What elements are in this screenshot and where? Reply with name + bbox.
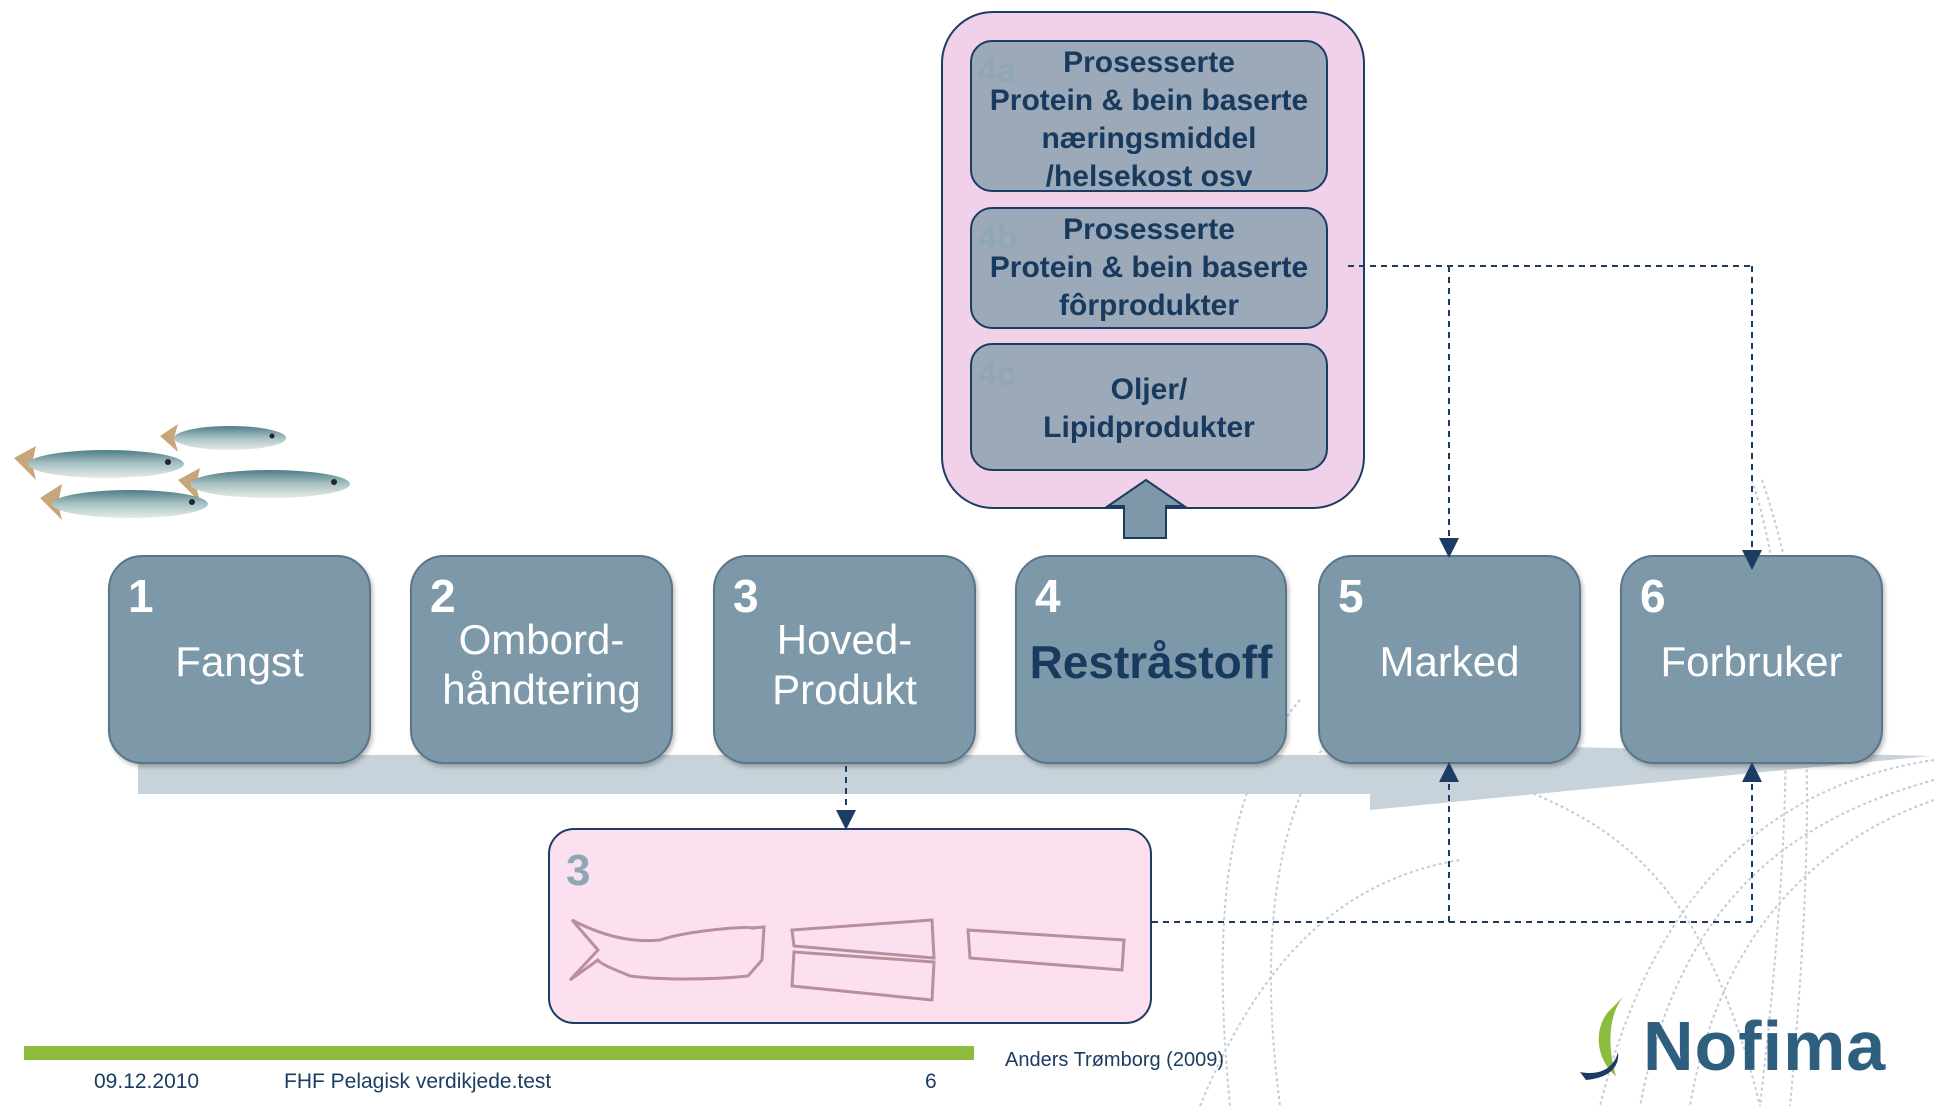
box-text: Prosesserte Protein & bein baserte fôrpr… [972,211,1326,325]
footer-date: 09.12.2010 [94,1070,200,1093]
footer-credit: Anders Trømborg (2009) [1005,1049,1224,1071]
fish-icon [40,484,208,520]
box-text: Prosesserte Protein & bein baserte nærin… [972,44,1326,196]
stage-number: 3 [733,570,759,622]
stage-label: Fangst [175,638,304,685]
text-line: Protein & bein baserte [989,251,1309,284]
box-tag: 3 [566,846,591,895]
text-line: fôrprodukter [1059,289,1239,322]
stage-fangst: 1 Fangst [108,555,371,764]
fillet-lower-icon [790,950,936,1002]
stage-label: Hoved- Produkt [715,615,974,715]
main-product-panel: 3 [548,828,1152,1024]
box-tag: 4b [978,219,1018,257]
stage-number: 2 [430,570,456,622]
footer-title: FHF Pelagisk verdikjede.test [284,1070,552,1093]
footer-page-number: 6 [925,1070,937,1093]
label-line: Produkt [772,666,917,713]
nofima-logo: Nofima [1643,1007,1887,1085]
stage-label: Restråstoff [1029,636,1273,688]
stage-ombordhandtering: 2 Ombord- håndtering [410,555,673,764]
stage-label: Forbruker [1660,638,1843,685]
stage-number: 4 [1035,570,1061,622]
fish-icon [160,424,286,452]
text-line: Prosesserte [1063,46,1235,79]
processed-box-4a: 4a Prosesserte Protein & bein baserte næ… [970,40,1328,193]
stage-number: 6 [1640,570,1666,622]
product-shapes [568,918,1126,1002]
fillet-upper-icon [790,918,936,960]
headless-fish-icon [568,918,766,982]
text-line: næringsmiddel [1041,122,1257,155]
text-line: Oljer/ [1110,373,1188,406]
fish-icon [178,468,350,502]
stage-marked: 5 Marked [1318,555,1581,764]
stage-number: 1 [128,570,154,622]
fish-icon [14,446,184,480]
text-line: Prosesserte [1063,213,1235,246]
label-line: Hoved- [776,616,913,663]
stage-label: Marked [1379,638,1520,685]
text-line: /helsekost osv [1045,160,1253,193]
box-text: Oljer/ Lipidprodukter [972,371,1326,447]
stage-label: Ombord- håndtering [412,615,671,715]
text-line: Lipidprodukter [1043,411,1255,444]
processed-box-4b: 4b Prosesserte Protein & bein baserte fô… [970,207,1328,329]
box-tag: 4a [978,52,1016,90]
label-line: håndtering [442,666,641,713]
fish-school-illustration [14,424,350,520]
stage-hovedprodukt: 3 Hoved- Produkt [713,555,976,764]
footer-green-bar [24,1046,974,1060]
nofima-logo-icon [1580,996,1624,1080]
label-line: Ombord- [458,616,625,663]
box-tag: 4c [978,355,1016,393]
stage-restrastoff: 4 Restråstoff [1015,555,1287,764]
fillet-single-icon [966,928,1126,972]
text-line: Protein & bein baserte [989,84,1309,117]
stage-number: 5 [1338,570,1364,622]
processed-box-4c: 4c Oljer/ Lipidprodukter [970,343,1328,471]
